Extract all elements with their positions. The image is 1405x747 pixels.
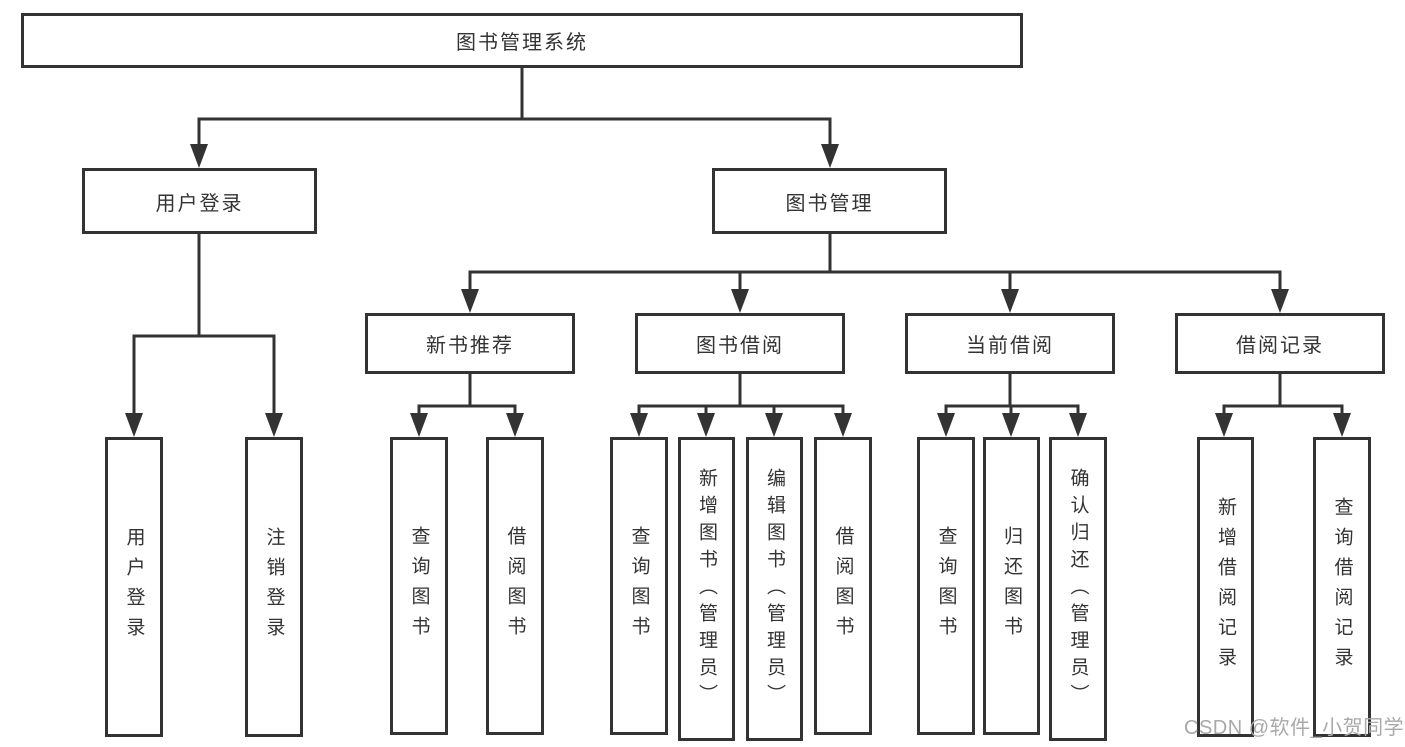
leaf-nbr-query-books: 查询图书 — [390, 437, 448, 735]
node-new-book-recommend: 新书推荐 — [365, 313, 575, 374]
node-book-management: 图书管理 — [712, 168, 947, 234]
leaf-bb-edit-books-admin: 编辑图书（管理员） — [746, 437, 803, 741]
csdn-watermark: CSDN @软件_小贺同学 — [1184, 717, 1405, 739]
node-current-borrowing: 当前借阅 — [905, 313, 1115, 374]
leaf-cb-confirm-return-admin: 确认归还（管理员） — [1049, 437, 1107, 741]
leaf-br-query-record: 查询借阅记录 — [1313, 437, 1371, 737]
leaf-logout: 注销登录 — [245, 437, 303, 737]
leaf-bb-query-books: 查询图书 — [610, 437, 668, 735]
leaf-br-add-record: 新增借阅记录 — [1197, 437, 1254, 737]
leaf-user-login: 用户登录 — [105, 437, 163, 737]
node-user-login-branch: 用户登录 — [82, 168, 317, 234]
leaf-bb-borrow-books: 借阅图书 — [814, 437, 872, 735]
leaf-bb-add-books-admin: 新增图书（管理员） — [678, 437, 735, 741]
leaf-cb-query-books: 查询图书 — [917, 437, 975, 735]
leaf-nbr-borrow-books: 借阅图书 — [486, 437, 544, 735]
leaf-cb-return-books: 归还图书 — [983, 437, 1040, 735]
node-root: 图书管理系统 — [21, 13, 1023, 68]
node-book-borrowing: 图书借阅 — [635, 313, 845, 374]
node-borrowing-records: 借阅记录 — [1175, 313, 1385, 374]
